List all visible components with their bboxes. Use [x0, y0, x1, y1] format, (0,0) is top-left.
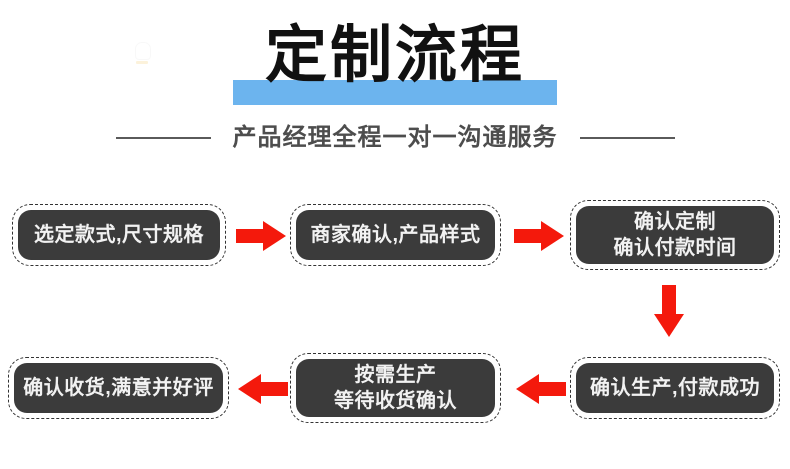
flow-node-body: 确认生产,付款成功 — [576, 363, 774, 413]
flow-node-body: 选定款式,尺寸规格 — [18, 210, 220, 260]
subtitle-row: 产品经理全程一对一沟通服务 — [0, 118, 790, 158]
arrow-right-icon-1 — [236, 220, 286, 252]
flow-node-step-3: 确认定制 确认付款时间 — [570, 200, 780, 270]
process-flow-diagram: 选定款式,尺寸规格 商家确认,产品样式 确认定制 确认付款时间 确认生产,付款成… — [0, 180, 790, 469]
arrow-left-icon-2 — [238, 373, 288, 405]
flow-node-label: 选定款式,尺寸规格 — [33, 224, 205, 246]
arrow-right-icon-2 — [514, 220, 564, 252]
flow-node-label: 确认生产,付款成功 — [589, 377, 761, 399]
arrow-left-icon-1 — [516, 373, 566, 405]
arrow-down-icon-1 — [653, 285, 685, 337]
title-highlight-bar — [233, 80, 557, 105]
page-title-block: 定制流程 — [0, 18, 790, 108]
flow-node-step-6: 确认收货,满意并好评 — [8, 357, 229, 419]
flow-node-label-line-1: 按需生产 — [354, 364, 437, 386]
flow-node-label: 确认收货,满意并好评 — [23, 377, 214, 399]
flow-node-body: 按需生产 等待收货确认 — [296, 359, 495, 417]
flow-node-label-line-2: 确认付款时间 — [613, 237, 737, 259]
flow-node-step-4: 确认生产,付款成功 — [570, 357, 780, 419]
page-subtitle: 产品经理全程一对一沟通服务 — [232, 124, 558, 151]
header-section: 定制流程 产品经理全程一对一沟通服务 — [0, 0, 790, 180]
flow-node-body: 商家确认,产品样式 — [296, 210, 495, 260]
subtitle-rule-left — [115, 137, 211, 139]
flow-node-body: 确认收货,满意并好评 — [14, 363, 223, 413]
flow-node-body: 确认定制 确认付款时间 — [576, 206, 774, 264]
subtitle-rule-right — [579, 137, 675, 139]
flow-node-step-2: 商家确认,产品样式 — [290, 204, 501, 266]
flow-node-label-line-1: 确认定制 — [634, 211, 716, 233]
flow-node-label: 商家确认,产品样式 — [310, 224, 481, 246]
flow-node-step-5: 按需生产 等待收货确认 — [290, 353, 501, 423]
flow-node-step-1: 选定款式,尺寸规格 — [12, 204, 226, 266]
flow-node-label-line-2: 等待收货确认 — [334, 390, 457, 412]
page-title: 定制流程 — [264, 21, 525, 90]
